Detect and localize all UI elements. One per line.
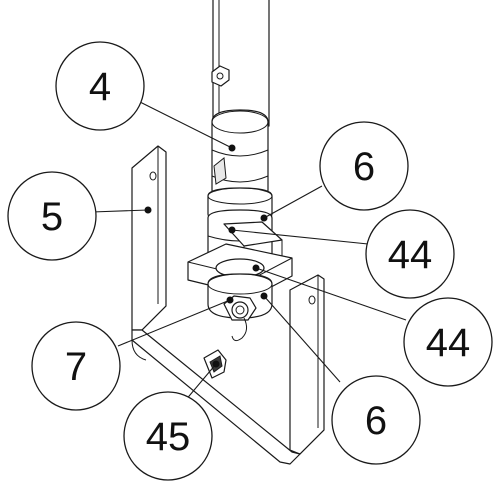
callout-label: 44 (388, 233, 433, 277)
lower-hub (207, 273, 273, 342)
callout-44-lower: 44 (403, 297, 493, 387)
callout-label: 7 (65, 345, 87, 389)
bracket-plate (131, 145, 325, 465)
leader-lines (91, 99, 407, 415)
callout-7: 7 (31, 321, 121, 411)
callout-44-upper: 44 (365, 209, 455, 299)
callout-label: 5 (41, 195, 63, 239)
tube (212, 0, 270, 127)
callout-label: 45 (146, 415, 191, 459)
callout-5: 5 (7, 171, 97, 261)
pivot-body (211, 109, 269, 201)
callout-label: 6 (353, 145, 375, 189)
callout-45: 45 (123, 391, 213, 481)
leader-dots (144, 144, 268, 368)
top-nut (211, 65, 230, 87)
callout-4: 4 (55, 41, 145, 131)
callout-label: 4 (89, 65, 111, 109)
callout-6-upper: 6 (319, 121, 409, 211)
callout-label: 44 (426, 321, 471, 365)
callout-label: 6 (365, 399, 387, 443)
callout-6-lower: 6 (331, 375, 421, 465)
